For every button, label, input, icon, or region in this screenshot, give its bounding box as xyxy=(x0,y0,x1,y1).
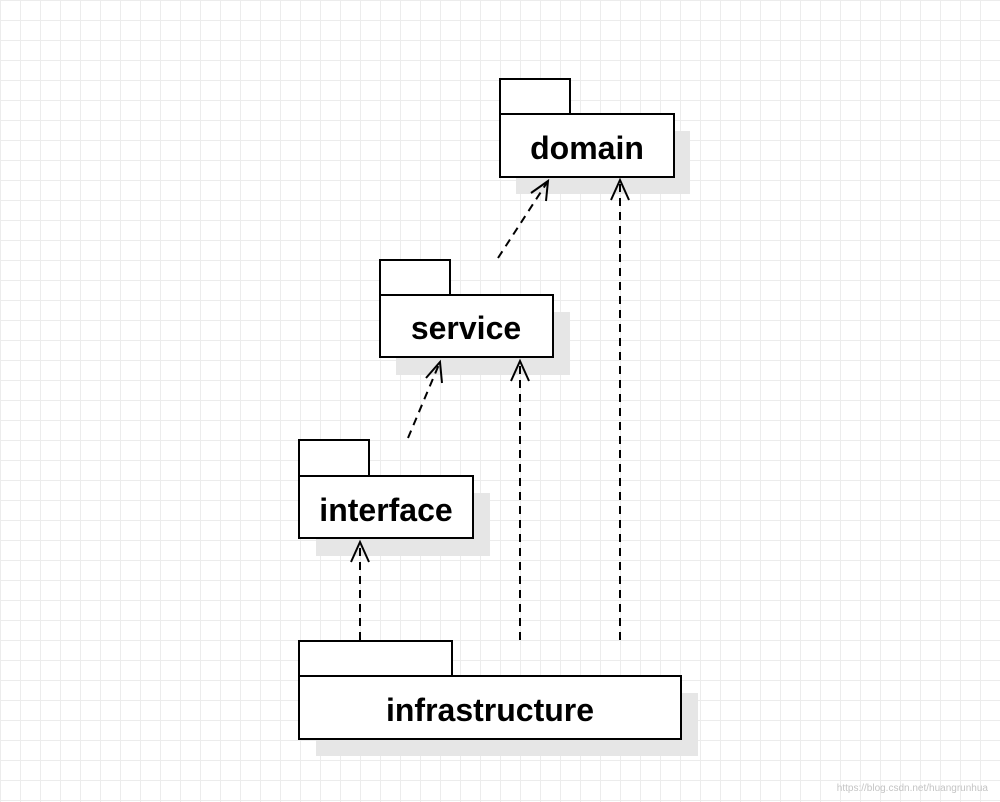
package-domain: domain xyxy=(499,78,675,178)
package-body xyxy=(499,113,675,178)
dependency-infrastructure-to-domain xyxy=(610,177,630,640)
dependency-arrows xyxy=(350,177,630,640)
package-tab xyxy=(298,640,453,677)
package-service: service xyxy=(379,259,554,358)
dependency-infrastructure-to-service xyxy=(510,358,530,640)
package-body xyxy=(298,475,474,539)
package-label: service xyxy=(411,310,521,346)
dependency-interface-to-service xyxy=(407,359,443,439)
package-tab xyxy=(379,259,451,296)
watermark: https://blog.csdn.net/huangrunhua xyxy=(836,783,988,794)
package-body xyxy=(298,675,682,740)
package-tab xyxy=(298,439,370,477)
dependency-infrastructure-to-interface xyxy=(350,539,370,640)
package-tab xyxy=(499,78,571,115)
package-label: infrastructure xyxy=(386,692,594,728)
package-label: domain xyxy=(530,130,644,166)
dependency-service-to-domain xyxy=(497,178,550,259)
package-infrastructure: infrastructure xyxy=(298,640,682,740)
package-label: interface xyxy=(319,492,452,528)
package-body xyxy=(379,294,554,358)
package-interface: interface xyxy=(298,439,474,539)
